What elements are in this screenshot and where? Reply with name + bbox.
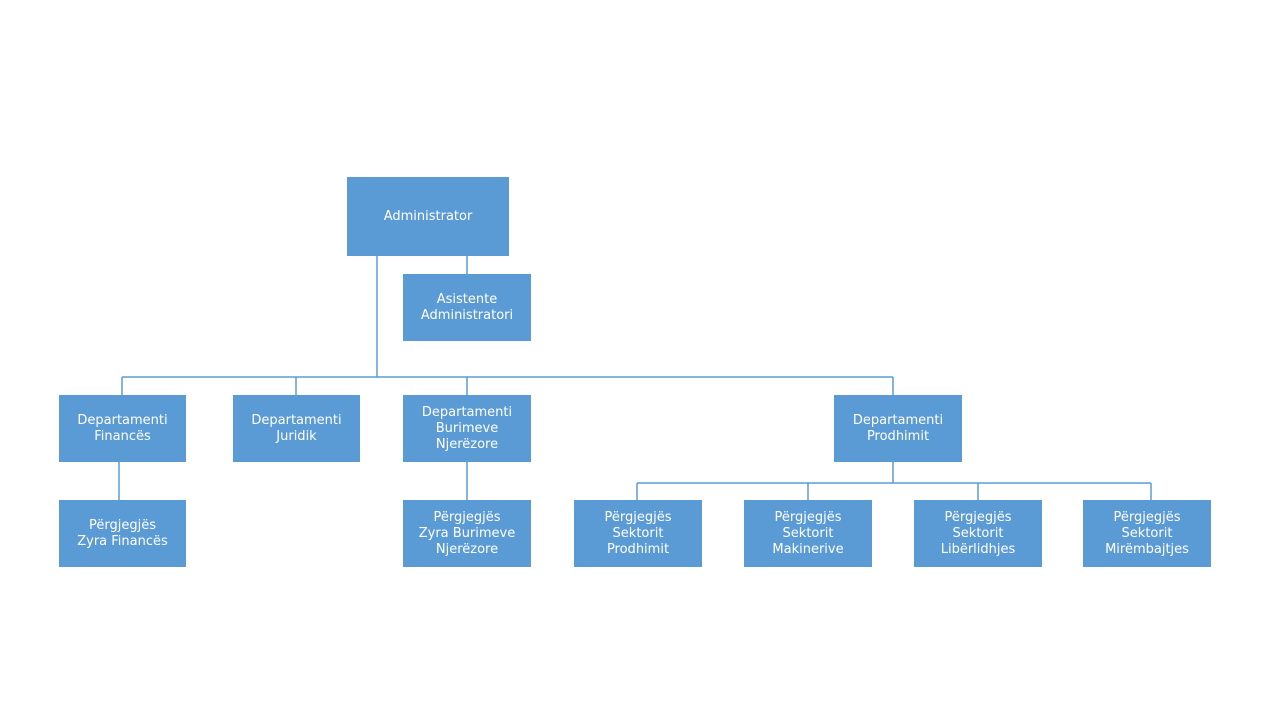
node-label-line: Zyra Financës (77, 533, 168, 549)
node-label-line: Departamenti (251, 412, 342, 428)
node-label-line: Burimeve (435, 420, 499, 436)
node-label-line: Financës (94, 428, 151, 444)
node-label-line: Përgjegjës (774, 509, 842, 525)
node-label-line: Administratori (420, 307, 514, 323)
node-label-line: Përgjegjës (89, 517, 156, 533)
node-label-line: Libërlidhjes (940, 541, 1016, 557)
node-label-line: Departamenti (852, 412, 944, 428)
node-label-line: Sektorit (612, 525, 664, 541)
node-label-line: Sektorit (952, 525, 1004, 541)
node-label-line: Zyra Burimeve (418, 525, 516, 541)
node-label-line: Njerëzore (435, 436, 499, 452)
node-label-line: Makinerive (772, 541, 844, 557)
node-label-line: Njerëzore (435, 541, 499, 557)
node-label-line: Përgjegjës (604, 509, 672, 525)
node-label-line: Sektorit (1121, 525, 1173, 541)
node-label-line: Departamenti (77, 412, 168, 428)
node-label-line: Përgjegjës (1113, 509, 1181, 525)
node-label-line: Juridik (276, 428, 317, 444)
node-label-line: Prodhimit (606, 541, 670, 557)
node-label-line: Mirëmbajtjes (1105, 541, 1189, 557)
node-label-line: Administrator (383, 208, 473, 224)
node-label-line: Përgjegjës (433, 509, 501, 525)
node-label-line: Departamenti (421, 404, 513, 420)
node-label-line: Përgjegjës (944, 509, 1012, 525)
node-label-line: Prodhimit (866, 428, 930, 444)
node-administrator: Administrator (347, 177, 509, 256)
node-label-line: Sektorit (782, 525, 834, 541)
node-label-line: Asistente (436, 291, 498, 307)
